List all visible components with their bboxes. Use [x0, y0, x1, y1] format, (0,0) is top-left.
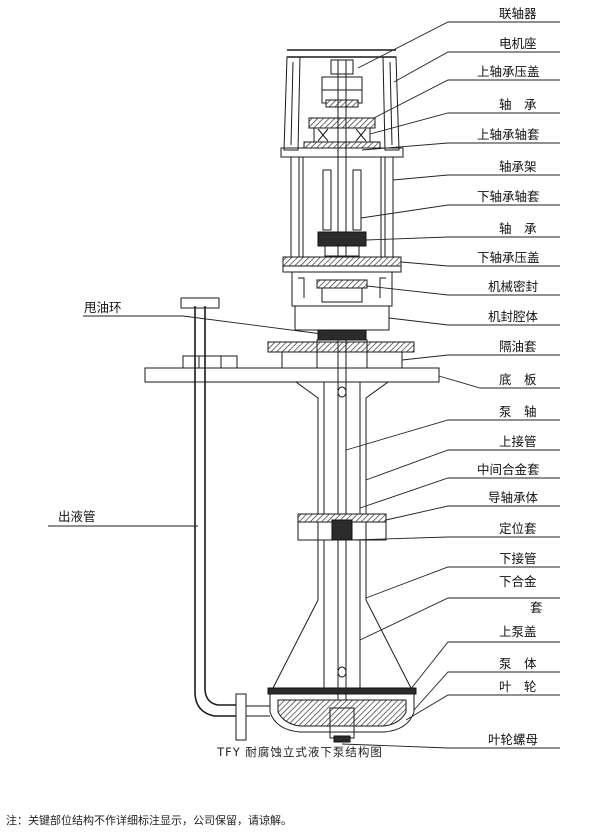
label-pump-body: 泵 体: [499, 656, 537, 671]
label-lower-alloy-sleeve-2: 套: [530, 600, 543, 615]
lower-connecting-pipe: [271, 540, 413, 691]
mechanical-seal-chamber: [291, 271, 393, 341]
label-motor-seat: 电机座: [499, 36, 537, 51]
footnote: 注：关键部位结构不作详细标注显示，公司保留，请谅解。: [6, 814, 292, 827]
label-bearing-lower: 轴 承: [499, 221, 537, 236]
label-impeller-nut: 叶轮螺母: [488, 732, 538, 747]
lower-bearing-assembly: [282, 231, 402, 273]
label-upper-pump-cover: 上泵盖: [499, 624, 537, 639]
label-guide-bearing-body: 导轴承体: [488, 490, 539, 505]
oil-sleeve-flange: [267, 339, 415, 369]
label-oil-ring: 甩油环: [84, 300, 122, 315]
labels: 联轴器 电机座 上轴承压盖 轴 承 上轴承轴套 轴承架 下轴承轴套 轴 承 下轴…: [58, 6, 543, 747]
label-impeller: 叶 轮: [499, 679, 537, 694]
motor-shaft: [337, 60, 347, 262]
label-mechanical-seal: 机械密封: [488, 279, 538, 294]
diagram-caption: TFY 耐腐蚀立式液下泵结构图: [217, 745, 383, 759]
pump-body: [267, 687, 417, 743]
label-locating-sleeve: 定位套: [499, 521, 537, 536]
label-upper-bearing-cover: 上轴承压盖: [477, 64, 540, 79]
leader-lines: [48, 21, 560, 749]
label-bearing-frame: 轴承架: [499, 159, 537, 174]
upper-bearing-assembly: [280, 117, 404, 158]
label-pump-shaft: 泵 轴: [499, 404, 537, 419]
guide-bearing-body: [297, 513, 387, 541]
label-coupling: 联轴器: [499, 6, 537, 21]
label-bearing-upper: 轴 承: [499, 97, 537, 112]
label-upper-bearing-sleeve: 上轴承轴套: [477, 127, 540, 142]
discharge-pipe: [180, 297, 270, 741]
label-lower-bearing-cover: 下轴承压盖: [477, 250, 540, 265]
label-lower-pipe: 下接管: [499, 551, 537, 566]
motor-seat: [283, 49, 400, 151]
label-lower-bearing-sleeve: 下轴承轴套: [477, 189, 540, 204]
label-middle-alloy-sleeve: 中间合金套: [477, 462, 540, 477]
label-discharge-pipe: 出液管: [58, 509, 96, 524]
coupling: [321, 76, 363, 108]
label-upper-pipe: 上接管: [499, 434, 537, 449]
label-oil-sleeve: 隔油套: [499, 339, 537, 354]
base-plate: [144, 355, 440, 383]
label-base-plate: 底 板: [499, 372, 537, 387]
label-lower-alloy-sleeve-1: 下合金: [499, 574, 537, 589]
upper-connecting-pipe: [295, 381, 389, 515]
label-seal-chamber: 机封腔体: [488, 309, 539, 324]
